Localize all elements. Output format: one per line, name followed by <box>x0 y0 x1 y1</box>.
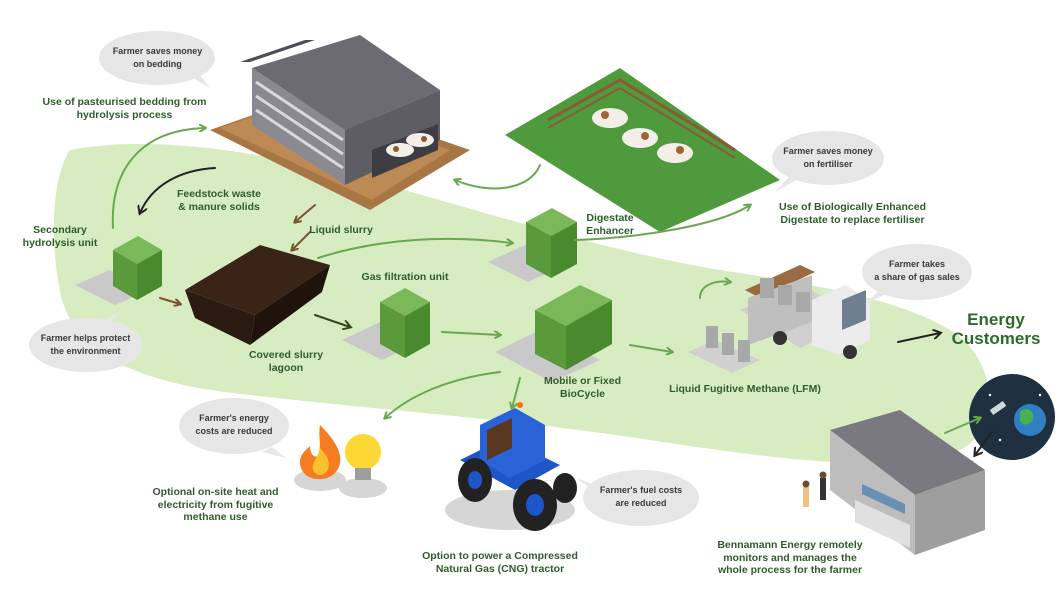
label-covered-lagoon: Covered slurry lagoon <box>248 349 324 374</box>
label-energy-customers: Energy Customers <box>951 310 1041 348</box>
bubble-saves-fertiliser: Farmer saves money on fertiliser <box>783 146 873 169</box>
bubble-tail-gas-sales <box>865 290 890 304</box>
bubble-tail-fuel-costs <box>576 478 598 494</box>
label-bedding: Use of pasteurised bedding from hydrolys… <box>42 96 207 121</box>
arrow-hydrolysis-to-lagoon <box>159 297 180 304</box>
bubble-tail-saves-bedding <box>190 70 210 88</box>
arrow-biocycle-to-tractor <box>512 377 521 408</box>
bubble-tail-saves-fertiliser <box>775 176 800 192</box>
arrow-building-to-satellite <box>944 418 980 434</box>
bubble-bg-energy-costs <box>179 398 289 454</box>
bubble-environment: Farmer helps protect the environment <box>40 333 131 356</box>
label-liquid-slurry: Liquid slurry <box>309 224 373 236</box>
label-feedstock: Feedstock waste & manure solids <box>176 188 262 213</box>
flow-arrows <box>111 128 993 455</box>
barn-icon <box>210 35 470 210</box>
bubble-saves-bedding: Farmer saves money on bedding <box>112 46 203 69</box>
digestate-enhancer-icon <box>488 208 577 282</box>
label-gas-filtration: Gas filtration unit <box>361 271 449 283</box>
arrow-tanks-to-truck <box>699 282 730 299</box>
bubble-bg-gas-sales <box>862 244 972 300</box>
bubble-gas-sales: Farmer takes a share of gas sales <box>874 259 960 282</box>
label-biocycle: Mobile or Fixed BioCycle <box>543 375 621 400</box>
secondary-hydrolysis-unit-icon <box>75 236 162 305</box>
bubble-tail-environment <box>102 308 126 322</box>
tractor-icon <box>445 402 577 531</box>
arrow-lagoon-to-filtration <box>314 314 350 327</box>
label-bennamann: Bennamann Energy remotely monitors and m… <box>717 539 863 576</box>
gas-filtration-unit-icon <box>342 288 430 360</box>
satellite-globe-icon <box>969 374 1055 460</box>
label-cng-tractor: Option to power a Compressed Natural Gas… <box>422 550 578 575</box>
arrow-barn-to-lagoon <box>295 204 316 222</box>
arrow-filtration-to-biocycle <box>441 332 500 335</box>
bubble-energy-costs: Farmer's energy costs are reduced <box>195 413 273 436</box>
lfm-truck-icon <box>688 265 870 373</box>
label-heat-electricity: Optional on-site heat and electricity fr… <box>152 486 279 523</box>
bubble-tail-energy-costs <box>262 447 286 458</box>
label-secondary-hydrolysis: Secondary hydrolysis unit <box>22 224 98 249</box>
lightbulb-icon <box>339 434 387 498</box>
arrow-liquid-slurry <box>292 231 311 250</box>
fire-icon <box>294 425 346 491</box>
label-bio-digestate: Use of Biologically Enhanced Digestate t… <box>778 201 927 226</box>
bubble-bg-fuel-costs <box>583 470 699 526</box>
arrow-biocycle-to-heat <box>385 371 501 418</box>
cows-field-icon <box>505 68 780 232</box>
speech-bubbles <box>29 31 972 526</box>
bubble-bg-saves-bedding <box>99 31 215 85</box>
arrow-lagoon-to-enhancer <box>317 237 512 259</box>
bubble-fuel-costs: Farmer's fuel costs are reduced <box>599 485 683 508</box>
bubble-bg-saves-fertiliser <box>772 131 884 185</box>
slurry-lagoon-icon <box>185 245 330 345</box>
arrow-enhancer-to-field <box>574 205 750 241</box>
arrow-satellite-to-building <box>975 431 993 455</box>
background-field <box>53 144 989 464</box>
bubble-bg-environment <box>29 318 143 372</box>
arrow-bedding-to-barn <box>111 128 205 229</box>
arrow-feedstock-to-hydrolysis <box>140 167 216 213</box>
control-building-icon <box>802 410 985 555</box>
arrow-biocycle-to-lfm <box>629 344 672 352</box>
label-lfm: Liquid Fugitive Methane (LFM) <box>669 383 821 395</box>
arrow-truck-to-customers <box>897 333 940 343</box>
arrow-field-to-barn <box>455 164 541 190</box>
biocycle-unit-icon <box>495 285 612 382</box>
label-digestate-enhancer: Digestate Enhancer <box>586 212 634 237</box>
